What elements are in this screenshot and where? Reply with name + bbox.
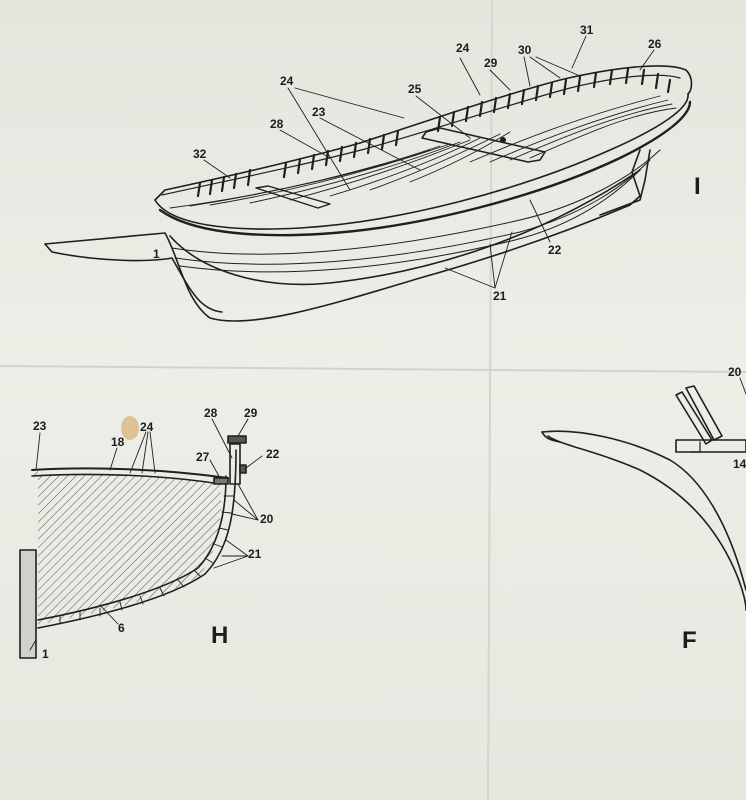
callout-h-23: 23 bbox=[33, 419, 47, 433]
callout-h-20: 20 bbox=[260, 512, 274, 526]
callout-f-20: 20 bbox=[728, 365, 742, 379]
hull-bottom-line bbox=[169, 169, 641, 286]
keel-plank bbox=[19, 549, 37, 659]
section-hatched-area bbox=[32, 470, 221, 625]
callout-f-14: 14 bbox=[733, 457, 746, 471]
rubbing-strake-22 bbox=[239, 464, 247, 474]
fold-line-vertical bbox=[487, 0, 493, 800]
view-title-f: F bbox=[682, 627, 697, 654]
gunwale-rim bbox=[154, 65, 693, 201]
stem-curve-outer bbox=[541, 430, 746, 591]
plank-joints bbox=[59, 495, 234, 625]
callout-25: 25 bbox=[408, 82, 422, 96]
callout-h-28: 28 bbox=[204, 406, 218, 420]
gunwale-cap bbox=[227, 435, 247, 444]
view-title-i: I bbox=[694, 173, 701, 200]
callout-22: 22 bbox=[548, 243, 562, 257]
fold-line-horizontal bbox=[0, 365, 746, 373]
callout-32: 32 bbox=[193, 147, 207, 161]
frame-head bbox=[229, 443, 241, 485]
oarlock bbox=[500, 137, 506, 143]
hull-rubbing-strake bbox=[158, 100, 692, 237]
view-f-stem-detail bbox=[541, 377, 746, 611]
callout-28: 30 bbox=[518, 43, 532, 57]
callout-h-24: 24 bbox=[140, 420, 154, 434]
callout-1: 1 bbox=[153, 247, 160, 261]
stern-seat bbox=[255, 185, 331, 209]
callout-31: 31 bbox=[580, 23, 594, 37]
callout-26: 26 bbox=[648, 37, 662, 51]
callout-21: 21 bbox=[493, 289, 507, 303]
callout-23: 23 bbox=[312, 105, 326, 119]
view-h-cross-section bbox=[19, 418, 263, 659]
callout-24: 24 bbox=[280, 74, 294, 88]
callout-h-27: 27 bbox=[196, 450, 210, 464]
view-i-leaders bbox=[203, 35, 655, 289]
callout-30: 29 bbox=[484, 56, 498, 70]
frame-tops bbox=[196, 67, 672, 198]
callout-29: 28 bbox=[270, 117, 284, 131]
boat-stern-post bbox=[599, 149, 651, 216]
paper-stain bbox=[121, 416, 139, 440]
boat-keel-inner bbox=[44, 243, 223, 313]
callout-27: 24 bbox=[456, 41, 470, 55]
stem-post bbox=[675, 391, 713, 445]
clamp-27 bbox=[213, 477, 229, 485]
stem-curve-inner bbox=[547, 435, 746, 611]
view-title-h: H bbox=[211, 622, 228, 649]
callout-h-1: 1 bbox=[42, 647, 49, 661]
callout-h-18: 18 bbox=[111, 435, 125, 449]
stem-crosspiece bbox=[675, 439, 746, 453]
view-i-boat-perspective bbox=[44, 65, 693, 322]
boat-keel-profile bbox=[44, 149, 641, 322]
callout-h-6: 6 bbox=[118, 621, 125, 635]
callout-h-22: 22 bbox=[266, 447, 280, 461]
thwart bbox=[421, 127, 546, 163]
floorboards bbox=[169, 95, 677, 209]
callout-h-21: 21 bbox=[248, 547, 262, 561]
hull-sheer-outer bbox=[154, 93, 689, 230]
callout-h-29: 29 bbox=[244, 406, 258, 420]
hull-planking-outer bbox=[37, 449, 237, 629]
